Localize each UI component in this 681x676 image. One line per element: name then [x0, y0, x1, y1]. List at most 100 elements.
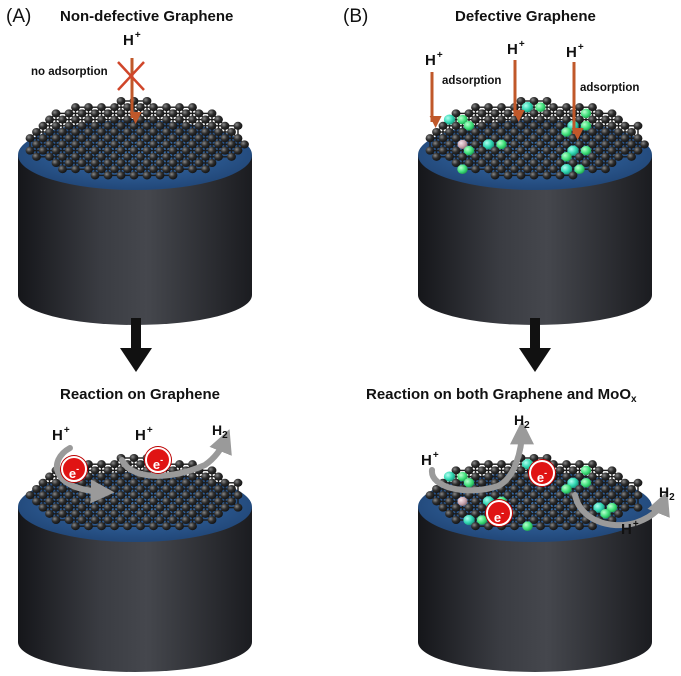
carbon-atom: [601, 127, 610, 137]
carbon-atom: [620, 503, 630, 512]
defect-site: [457, 471, 468, 482]
carbon-atom: [194, 146, 204, 155]
carbon-atom: [51, 134, 61, 143]
carbon-atom: [110, 484, 119, 494]
carbon-atom: [58, 152, 67, 161]
carbon-atom: [529, 134, 539, 143]
carbon-atom: [575, 484, 584, 494]
carbon-atom: [458, 509, 467, 518]
carbon-atom: [542, 121, 552, 130]
proton-label: H+: [421, 450, 439, 469]
carbon-atom: [155, 515, 165, 525]
graphene-lattice-defective: [425, 96, 649, 180]
carbon-atom: [516, 515, 526, 525]
carbon-atom: [542, 503, 552, 512]
carbon-atom: [581, 491, 591, 500]
carbon-atom: [25, 491, 35, 500]
carbon-atom: [614, 484, 623, 494]
carbon-atom: [220, 121, 230, 130]
carbon-atom: [149, 509, 158, 518]
carbon-atom: [233, 121, 243, 130]
carbon-atom: [181, 503, 191, 512]
carbon-atom: [575, 152, 584, 161]
carbon-atom: [103, 515, 113, 525]
carbon-atom: [194, 134, 204, 143]
carbon-atom: [536, 140, 545, 149]
carbon-atom: [490, 121, 500, 130]
carbon-atom: [536, 115, 545, 124]
carbon-atom: [97, 522, 106, 531]
carbon-atom: [568, 466, 578, 475]
carbon-atom: [510, 484, 519, 494]
carbon-atom: [142, 158, 152, 168]
carbon-atom: [71, 165, 80, 174]
carbon-atom: [220, 146, 230, 155]
carbon-atom: [614, 509, 623, 518]
defect-site: [580, 145, 592, 156]
carbon-atom: [601, 497, 610, 506]
carbon-atom: [175, 165, 184, 174]
proton-label: H+: [52, 425, 70, 444]
carbon-atom: [207, 466, 217, 475]
carbon-atom: [464, 109, 474, 118]
carbon-atom: [142, 515, 152, 525]
carbon-atom: [97, 165, 106, 174]
carbon-atom: [116, 515, 126, 525]
carbon-atom: [103, 478, 113, 487]
carbon-atom: [227, 140, 236, 149]
carbon-atom: [207, 515, 217, 525]
defect-site: [463, 478, 475, 488]
carbon-atom: [38, 478, 48, 487]
carbon-atom: [425, 491, 435, 500]
carbon-atom: [633, 134, 643, 143]
carbon-atom: [523, 484, 532, 494]
carbon-atom: [181, 491, 191, 500]
carbon-atom: [142, 134, 152, 143]
defect-site: [443, 471, 456, 482]
defect-site: [580, 465, 592, 476]
carbon-atom: [510, 497, 519, 506]
carbon-atom: [620, 491, 630, 500]
carbon-atom: [542, 158, 552, 168]
carbon-atom: [497, 127, 506, 137]
carbon-atom: [136, 165, 145, 174]
carbon-atom: [162, 140, 171, 149]
defect-site: [580, 108, 592, 119]
carbon-atom: [168, 134, 178, 143]
carbon-atom: [155, 121, 165, 130]
carbon-atom: [149, 127, 158, 137]
carbon-atom: [607, 466, 617, 475]
carbon-atom: [51, 503, 61, 512]
carbon-atom: [529, 109, 539, 118]
carbon-atom: [601, 472, 610, 481]
carbon-atom: [555, 466, 565, 475]
carbon-atom: [58, 484, 67, 494]
defect-site: [463, 121, 475, 131]
carbon-atom: [227, 127, 236, 137]
carbon-atom: [227, 152, 236, 161]
carbon-atom: [155, 171, 165, 180]
carbon-atom: [503, 158, 513, 168]
carbon-atom: [71, 522, 80, 531]
carbon-atom: [129, 453, 139, 463]
carbon-atom: [432, 152, 441, 161]
carbon-atom: [620, 146, 630, 155]
carbon-atom: [32, 140, 41, 149]
carbon-atom: [425, 134, 435, 143]
carbon-atom: [510, 509, 519, 518]
carbon-atom: [484, 460, 493, 469]
carbon-atom: [555, 121, 565, 130]
carbon-atom: [45, 472, 54, 481]
carbon-atom: [175, 140, 184, 149]
carbon-atom: [640, 140, 649, 149]
carbon-atom: [32, 127, 41, 137]
carbon-atom: [116, 158, 126, 168]
carbon-atom: [103, 146, 113, 155]
carbon-atom: [627, 497, 636, 506]
carbon-atom: [471, 460, 480, 469]
carbon-atom: [614, 115, 623, 124]
carbon-atom: [136, 140, 145, 149]
carbon-atom: [168, 121, 178, 130]
carbon-atom: [588, 152, 597, 161]
carbon-atom: [503, 134, 513, 143]
